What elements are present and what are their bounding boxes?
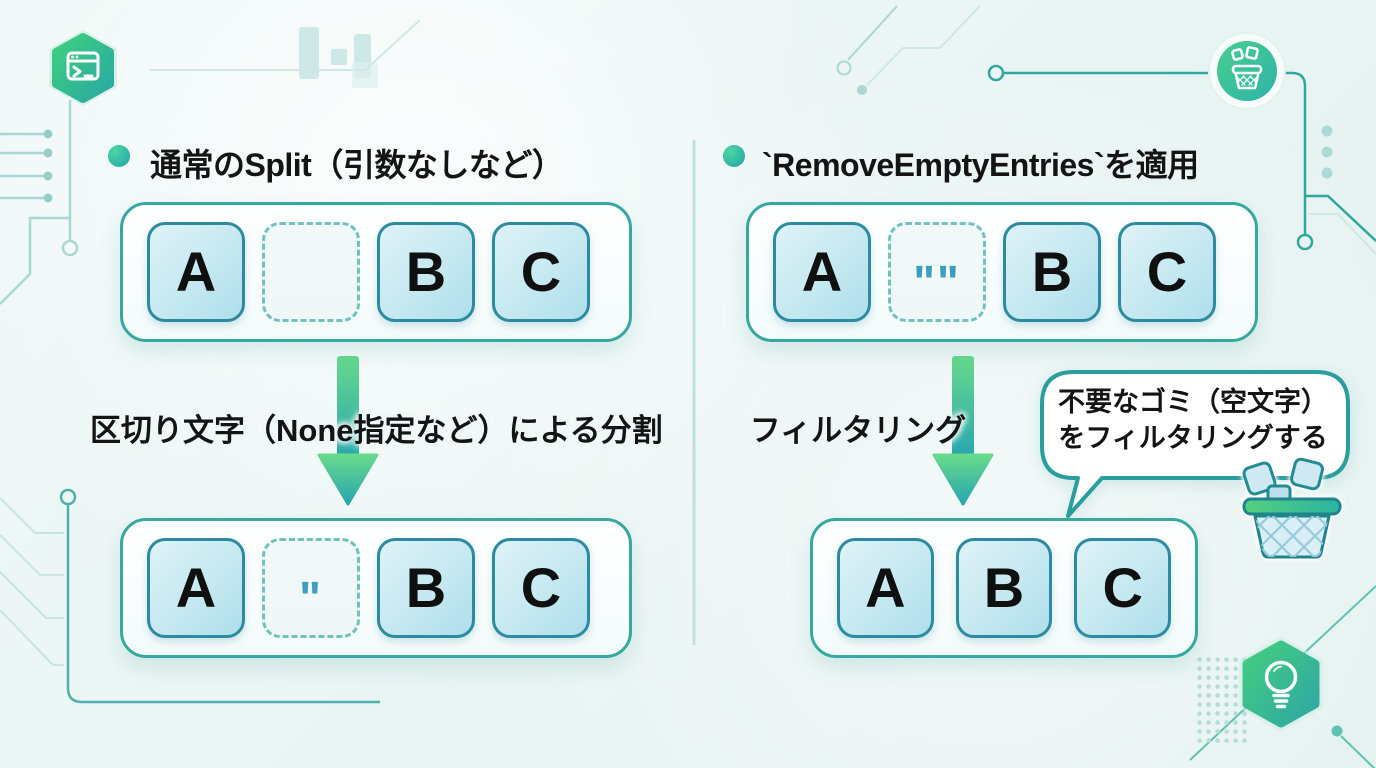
empty-token-cell [262,222,360,322]
left-arrow-label: 区切り文字（None指定など）による分割 [90,413,663,448]
token-cell: A [147,538,245,638]
quote-token-label: " [299,572,323,624]
token-label: C [1102,556,1143,619]
left-output-tray: A " B C [120,518,632,658]
speech-bubble-line2: をフィルタリングする [1058,423,1328,453]
token-label: B [1031,240,1073,303]
token-label: B [405,240,447,303]
lightbulb-icon [1239,636,1323,732]
left-panel-title: 通常のSplit（引数なしなど） [150,147,564,183]
token-cell: A [773,222,871,322]
trash-badge-icon [1208,32,1286,110]
token-label: A [801,240,843,303]
bullet-dot [723,145,745,167]
speech-bubble-text: 不要なゴミ（空文字） をフィルタリングする [1048,384,1338,456]
speech-bubble-line1: 不要なゴミ（空文字） [1058,387,1328,417]
down-arrow [932,356,994,506]
down-arrow [317,356,379,506]
token-label: B [405,556,447,619]
token-cell: B [1003,222,1101,322]
dot-grid-decoration [1196,654,1248,746]
token-label: C [1146,240,1188,303]
bar-chart-glyph [299,27,378,88]
right-panel-title: `RemoveEmptyEntries`を適用 [762,147,1199,183]
token-label: A [175,240,217,303]
token-cell: B [377,538,475,638]
quote-token-label: "" [913,256,961,308]
token-cell: C [492,222,590,322]
right-arrow-label: フィルタリング [749,413,967,448]
bullet-dot [108,145,130,167]
token-cell: A [837,538,934,638]
token-label: C [520,556,562,619]
token-label: C [520,240,562,303]
empty-string-token-cell: "" [888,222,986,322]
right-output-tray: A B C [810,518,1198,658]
terminal-icon [49,30,117,106]
token-label: A [175,556,217,619]
token-cell: B [955,538,1053,638]
token-cell: C [1074,538,1172,638]
token-cell: A [147,222,245,322]
speech-bubble [1040,370,1350,518]
token-cell: C [1118,222,1216,322]
token-cell: C [492,538,590,638]
left-input-tray: A B C [120,202,632,342]
token-cell: B [377,222,475,322]
right-input-tray: A "" B C [746,202,1258,342]
empty-string-token-cell: " [262,538,360,638]
token-label: B [983,556,1025,619]
token-label: A [865,556,906,619]
